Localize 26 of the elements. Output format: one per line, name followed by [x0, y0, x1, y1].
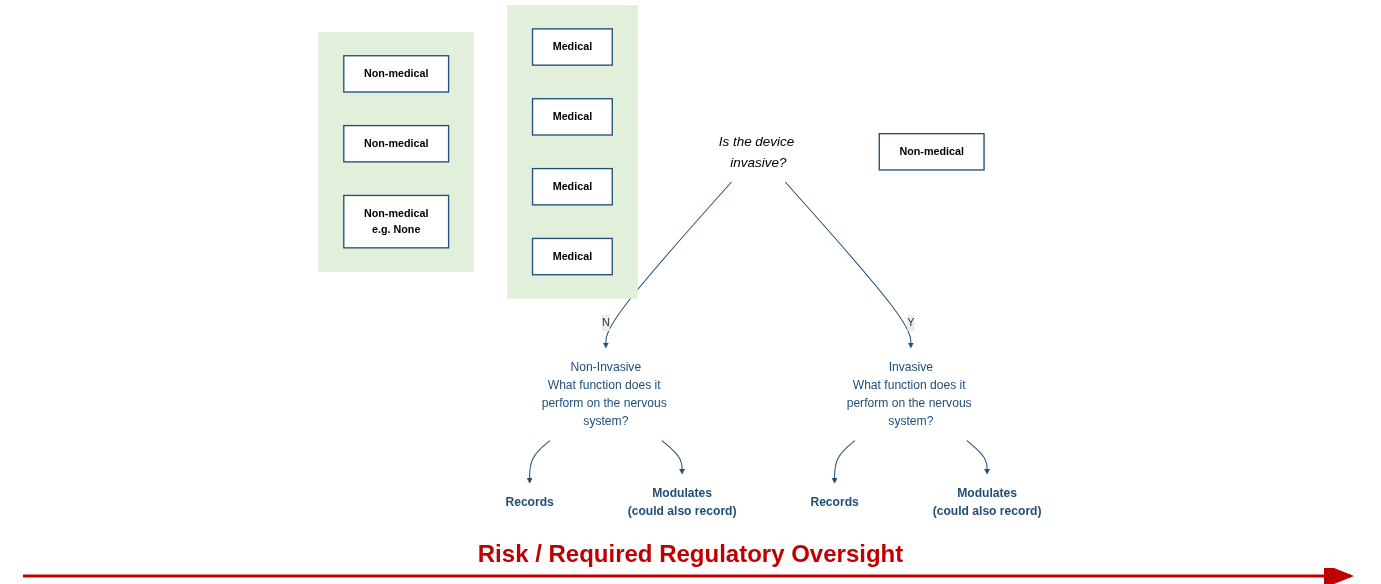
- edge-label: N: [602, 317, 611, 329]
- node-text: Records: [505, 495, 555, 509]
- arrow: [966, 440, 991, 475]
- node-text: Records: [810, 495, 860, 509]
- node-text: Non-Invasive What function does it perform on the nervous system?: [542, 360, 668, 428]
- arrow: [527, 440, 551, 484]
- cluster: [507, 5, 639, 299]
- arrow: [832, 440, 856, 484]
- node-box: Non-medical: [343, 124, 450, 163]
- node-box: Medical: [532, 98, 614, 136]
- node-text: Is the device invasive?: [719, 134, 795, 170]
- node-box: Medical: [532, 237, 614, 276]
- cluster: [318, 31, 475, 272]
- arrow: [661, 440, 686, 475]
- node-box: Non-medical: [878, 133, 986, 171]
- edge-label: Y: [907, 317, 915, 329]
- arrow: [785, 181, 915, 349]
- node-text: Modulates (could also record): [628, 486, 737, 518]
- arrow: [603, 181, 733, 349]
- node-box: Medical: [532, 28, 614, 66]
- node-box: Non-medical: [343, 55, 450, 93]
- node-box: Medical: [532, 167, 614, 206]
- node-box: Non-medical e.g. None: [343, 194, 450, 249]
- node-text: Modulates (could also record): [933, 486, 1042, 518]
- node-text: Invasive What function does it perform on the nervous system?: [847, 360, 973, 428]
- axis-label: Risk / Required Regulatory Oversight: [477, 540, 904, 568]
